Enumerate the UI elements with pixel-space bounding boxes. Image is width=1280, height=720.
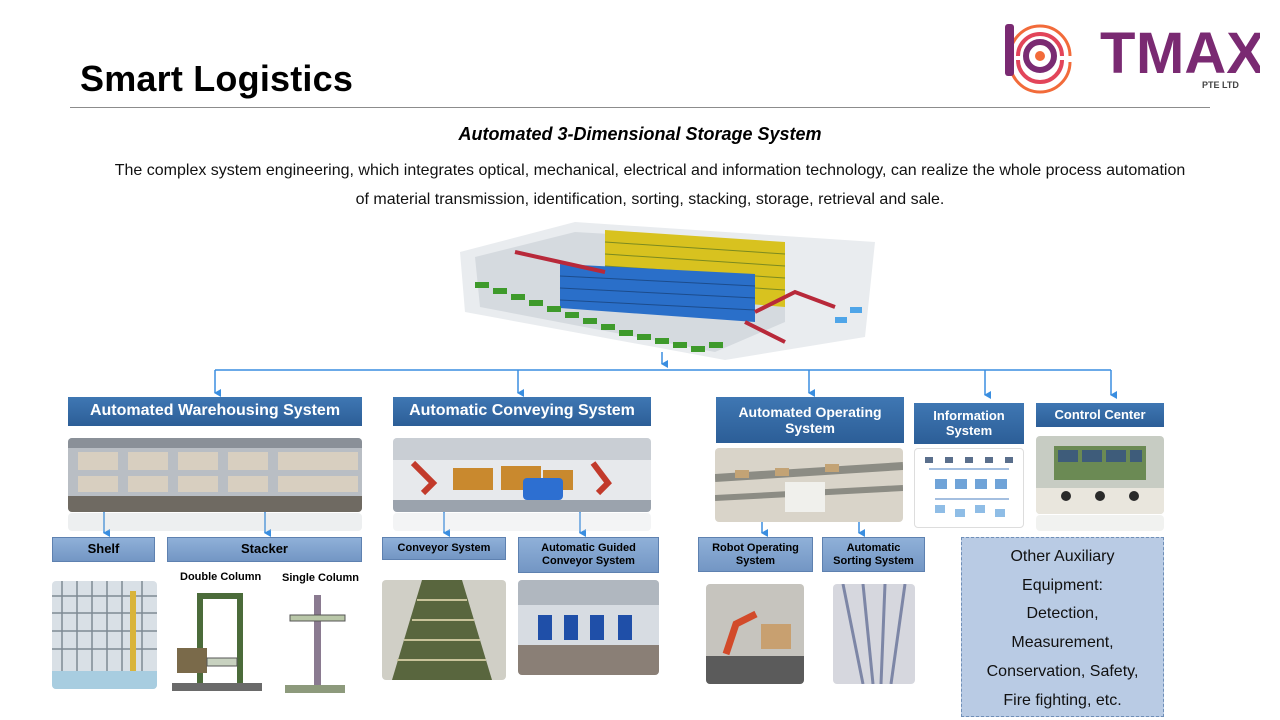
auxiliary-equipment-box: Other Auxiliary Equipment: Detection, Me…	[961, 537, 1164, 717]
control-center-photo	[1036, 436, 1164, 514]
aux-line: Measurement,	[962, 629, 1163, 658]
conveying-system-box: Automatic Conveying System	[393, 397, 651, 426]
conveying-agv-photo	[393, 438, 651, 512]
conveyor-system-box: Conveyor System	[382, 537, 506, 560]
warehouse-rack-reflection	[68, 513, 362, 531]
control-center-box: Control Center	[1036, 403, 1164, 427]
warehousing-system-box: Automated Warehousing System	[68, 397, 362, 426]
information-system-box: Information System	[914, 403, 1024, 444]
agv-system-box: Automatic Guided Conveyor System	[518, 537, 659, 573]
stacker-box: Stacker	[167, 537, 362, 562]
aux-line: Other Auxiliary	[962, 543, 1163, 572]
aux-line: Equipment:	[962, 572, 1163, 601]
shelf-box: Shelf	[52, 537, 155, 562]
conveying-agv-reflection	[393, 513, 651, 531]
double-column-stacker-image	[172, 588, 262, 698]
double-column-label: Double Column	[180, 571, 261, 583]
single-column-label: Single Column	[282, 572, 359, 584]
aux-line: Fire fighting, etc.	[962, 687, 1163, 716]
agv-photo	[518, 580, 659, 675]
aux-line: Detection,	[962, 600, 1163, 629]
conveyor-photo	[382, 580, 506, 680]
control-center-reflection	[1036, 515, 1164, 531]
operating-system-box: Automated Operating System	[716, 397, 904, 443]
robot-operating-box: Robot Operating System	[698, 537, 813, 572]
operating-line-photo	[715, 448, 903, 522]
warehouse-rack-photo	[68, 438, 362, 512]
information-diagram-image	[914, 448, 1024, 528]
aux-line: Conservation, Safety,	[962, 658, 1163, 687]
robot-photo	[706, 584, 804, 684]
sorting-photo	[833, 584, 915, 684]
shelf-photo	[52, 581, 157, 689]
sorting-system-box: Automatic Sorting System	[822, 537, 925, 572]
single-column-stacker-image	[280, 590, 360, 700]
